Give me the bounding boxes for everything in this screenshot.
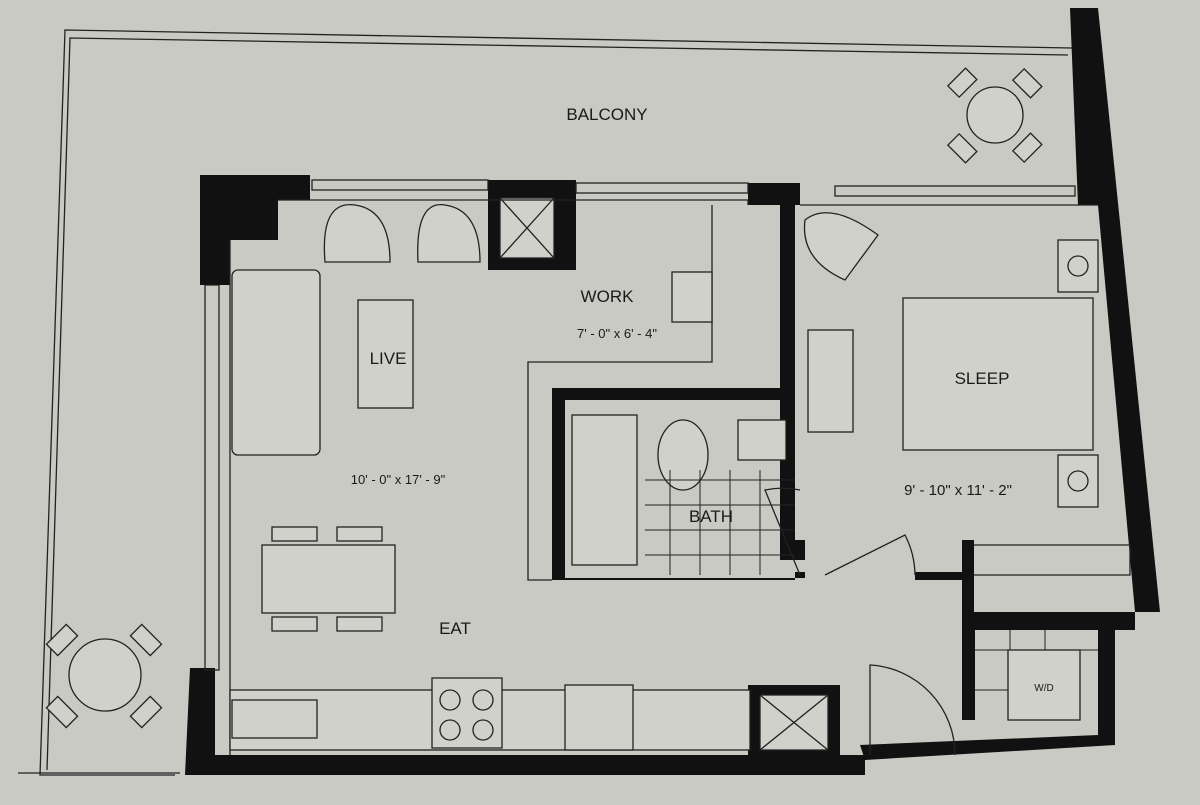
bath-door bbox=[764, 487, 801, 576]
plan-line bbox=[45, 695, 79, 729]
plan-line bbox=[1067, 255, 1089, 277]
bed bbox=[902, 297, 1094, 451]
plan-line bbox=[759, 694, 829, 751]
wall-sleep-bottom bbox=[915, 572, 970, 580]
plan-line bbox=[966, 86, 1024, 144]
plan-line bbox=[439, 689, 461, 711]
sleep-dimensions: 9' - 10" x 11' - 2" bbox=[904, 482, 1012, 499]
bath-label: BATH bbox=[689, 507, 733, 526]
sink bbox=[231, 699, 318, 739]
bedroom-chair bbox=[803, 212, 879, 281]
dining-table bbox=[261, 544, 396, 614]
live-dimensions: 10' - 0" x 17' - 9" bbox=[351, 472, 446, 487]
plan-line bbox=[472, 689, 494, 711]
balcony-table bbox=[946, 67, 1043, 164]
walls bbox=[185, 8, 1160, 775]
washer-dryer bbox=[1007, 649, 1081, 721]
dresser bbox=[807, 329, 854, 433]
wall-bottom bbox=[185, 668, 865, 775]
entry-door bbox=[869, 664, 956, 756]
plan-line bbox=[1067, 470, 1089, 492]
exterior-wall-right bbox=[1070, 8, 1160, 612]
plan-line bbox=[39, 29, 1073, 776]
plan-line bbox=[46, 37, 1069, 771]
balcony-label: BALCONY bbox=[566, 105, 647, 124]
nightstand bbox=[1057, 454, 1099, 508]
coffee-table bbox=[357, 299, 414, 409]
sofa bbox=[231, 269, 321, 456]
laundry-tiles bbox=[975, 630, 1098, 691]
plan-line bbox=[575, 182, 749, 194]
plan-line bbox=[946, 67, 978, 99]
balcony-outline bbox=[18, 29, 1073, 776]
plan-line bbox=[45, 623, 79, 657]
balcony-table bbox=[45, 623, 163, 729]
plan-line bbox=[1011, 132, 1043, 164]
vanity bbox=[737, 419, 787, 461]
interior-lines bbox=[229, 199, 1131, 755]
plan-line bbox=[974, 544, 1131, 576]
bath-tiles bbox=[645, 470, 795, 575]
plan-line bbox=[1011, 67, 1043, 99]
desk-chair bbox=[671, 271, 713, 323]
plan-line bbox=[271, 616, 318, 632]
furniture bbox=[45, 67, 1099, 751]
wall-closet bbox=[962, 540, 974, 620]
plan-line bbox=[271, 526, 318, 542]
plan-line bbox=[472, 719, 494, 741]
bathtub bbox=[571, 414, 638, 566]
plan-line bbox=[439, 719, 461, 741]
work-label: WORK bbox=[581, 287, 635, 306]
bedroom-door bbox=[824, 534, 916, 576]
plan-line bbox=[499, 197, 555, 259]
live-label: LIVE bbox=[370, 349, 407, 368]
plan-line bbox=[336, 526, 383, 542]
plan-line bbox=[278, 199, 749, 205]
plan-line bbox=[946, 132, 978, 164]
armchair bbox=[323, 204, 391, 263]
plan-line bbox=[204, 284, 220, 671]
wall-laundry bbox=[860, 612, 1135, 760]
plan-line bbox=[68, 638, 142, 712]
plan-line bbox=[129, 623, 163, 657]
armchair bbox=[417, 204, 481, 263]
plan-line bbox=[834, 185, 1076, 197]
nightstand bbox=[1057, 239, 1099, 293]
plan-line bbox=[336, 616, 383, 632]
laundry-label: W/D bbox=[1034, 683, 1053, 694]
plan-line bbox=[311, 179, 489, 191]
eat-label: EAT bbox=[439, 619, 471, 638]
wall-work-sleep bbox=[748, 183, 805, 560]
windows bbox=[204, 179, 1076, 671]
fridge bbox=[564, 684, 634, 751]
work-dimensions: 7' - 0" x 6' - 4" bbox=[577, 326, 657, 341]
sleep-label: SLEEP bbox=[955, 369, 1010, 388]
doors bbox=[764, 487, 956, 756]
wall-top-left bbox=[200, 175, 310, 285]
plan-line bbox=[129, 695, 163, 729]
